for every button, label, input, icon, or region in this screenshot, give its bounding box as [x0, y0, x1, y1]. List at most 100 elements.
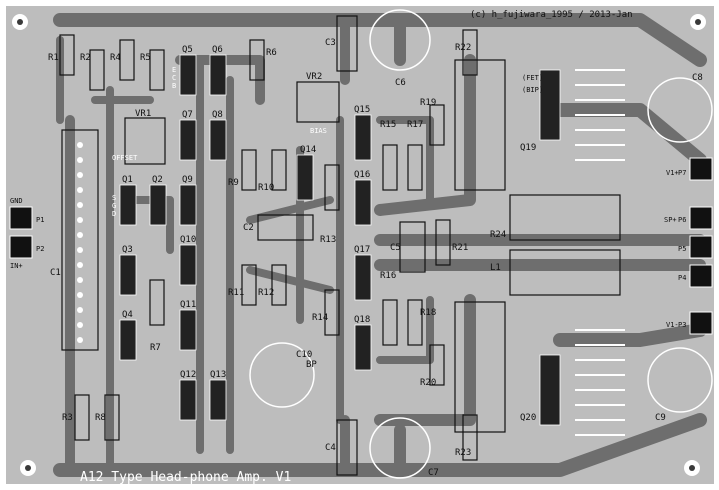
transistor-q12 — [179, 379, 197, 421]
transistor-q11 — [179, 309, 197, 351]
trace-q5-r6 — [175, 55, 265, 105]
label-in-plus: IN+ — [10, 262, 23, 270]
transistor-packages — [119, 54, 561, 426]
label-q3: Q3 — [122, 245, 133, 255]
label-c4: C4 — [325, 443, 336, 453]
resistor-r9 — [241, 149, 257, 191]
connector-p5 — [689, 235, 713, 259]
transistor-q2 — [149, 184, 167, 226]
connector-p2 — [9, 235, 33, 259]
label-r9: R9 — [228, 178, 239, 188]
component-outlines — [61, 15, 621, 476]
fins-top — [575, 69, 625, 161]
resistor-r11 — [241, 264, 257, 306]
label-q12: Q12 — [180, 370, 196, 380]
outline-vr1 — [124, 117, 166, 165]
label-v1-minus: V1- — [666, 321, 679, 329]
transistor-q19 — [539, 69, 561, 141]
outline-c5 — [399, 221, 426, 273]
capacitor-c8 — [647, 77, 713, 143]
mounting-holes — [12, 14, 706, 476]
label-p2: P2 — [36, 245, 44, 253]
trace-top-rail — [53, 13, 707, 67]
resistor-bodies — [59, 29, 478, 461]
label-gnd-in: GND — [10, 197, 23, 205]
transistor-q7 — [179, 119, 197, 161]
label-r19: R19 — [420, 98, 436, 108]
transistor-q8 — [209, 119, 227, 161]
label-c7: C7 — [428, 468, 439, 478]
label-q18: Q18 — [354, 315, 370, 325]
transistor-q9 — [179, 184, 197, 226]
label-c10: C10 — [296, 350, 312, 360]
transistor-q1 — [119, 184, 137, 226]
resistor-r2 — [89, 49, 105, 91]
resistor-r4 — [119, 39, 135, 81]
capacitor-c9 — [647, 347, 713, 413]
connector-p1 — [9, 206, 33, 230]
label-r8: R8 — [95, 413, 106, 423]
copyright-text: (c) h_fujiwara_1995 / 2013-Jan — [470, 10, 633, 20]
label-p6: P6 — [678, 216, 686, 224]
outline-q19-heatsink — [454, 59, 506, 191]
outline-c3 — [336, 15, 358, 72]
trace-driver-4 — [246, 266, 334, 294]
trace-v1minus — [553, 323, 707, 347]
resistor-r8 — [104, 394, 120, 441]
label-r18: R18 — [420, 308, 436, 318]
label-c3: C3 — [325, 38, 336, 48]
resistor-r14 — [324, 289, 340, 336]
traces — [53, 13, 707, 477]
label-p7: P7 — [678, 169, 686, 177]
outline-c4 — [336, 419, 358, 476]
label-c9: C9 — [655, 413, 666, 423]
resistor-r5 — [149, 49, 165, 91]
label-vr1: VR1 — [135, 109, 151, 119]
mount-hole-tr — [690, 14, 706, 30]
trace-q1q2 — [126, 196, 174, 254]
label-q2: Q2 — [152, 175, 163, 185]
label-q8: Q8 — [212, 110, 223, 120]
label-q20: Q20 — [520, 413, 536, 423]
resistor-r23 — [462, 414, 478, 461]
trace-v1plus — [553, 103, 707, 167]
pin-bip: (BIP) — [522, 86, 543, 94]
transistor-q10 — [179, 244, 197, 286]
transistor-q15 — [354, 114, 372, 161]
resistor-r16 — [382, 299, 398, 346]
resistor-r13 — [324, 164, 340, 211]
transistor-q4 — [119, 319, 137, 361]
label-r23: R23 — [455, 448, 471, 458]
connector-p3 — [689, 311, 713, 335]
label-c5: C5 — [390, 243, 401, 253]
board-title: A12 Type Head-phone Amp. V1 — [80, 470, 291, 485]
resistor-r21 — [435, 219, 451, 266]
label-c8: C8 — [692, 73, 703, 83]
label-r1: R1 — [48, 53, 59, 63]
transistor-q18 — [354, 324, 372, 371]
label-p4: P4 — [678, 274, 686, 282]
transistor-q16 — [354, 179, 372, 226]
transistor-q17 — [354, 254, 372, 301]
label-offset: OFFSET — [112, 154, 138, 162]
label-r12: R12 — [258, 288, 274, 298]
resistor-r7 — [149, 279, 165, 326]
label-r10: R10 — [258, 183, 274, 193]
mount-hole-tl — [12, 14, 28, 30]
label-c2: C2 — [243, 223, 254, 233]
resistor-r1 — [59, 34, 75, 76]
transistor-q14 — [296, 154, 314, 201]
label-q15: Q15 — [354, 105, 370, 115]
label-r22: R22 — [455, 43, 471, 53]
outline-q20-heatsink — [454, 301, 506, 433]
label-q6: Q6 — [212, 45, 223, 55]
pin-fet: (FET) — [522, 74, 543, 82]
resistor-r20 — [429, 344, 445, 386]
label-r2: R2 — [80, 53, 91, 63]
label-p5: P5 — [678, 245, 686, 253]
trace-output-top — [374, 54, 476, 216]
label-r17: R17 — [407, 120, 423, 130]
connectors — [9, 157, 713, 335]
resistor-r12 — [271, 264, 287, 306]
